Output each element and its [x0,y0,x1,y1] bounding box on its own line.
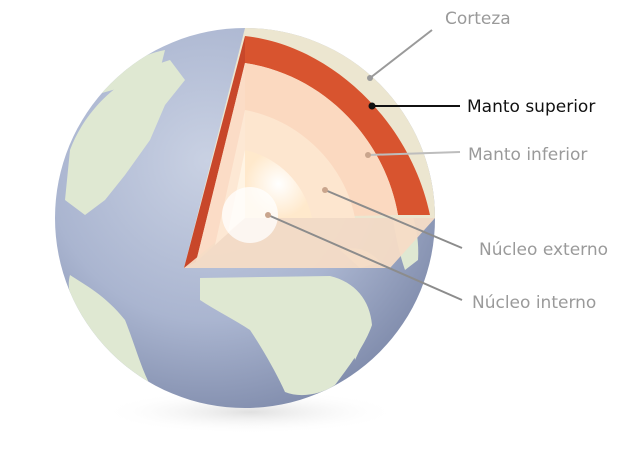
leader-dot-nucleo-externo [322,187,328,193]
leader-dot-manto-superior [368,102,376,110]
globe-shadow [100,390,400,434]
leader-dot-manto-inferior [365,152,371,158]
upper-mantle-layer [245,36,430,215]
leader-line-nucleo-externo [324,189,463,249]
label-manto-inferior: Manto inferior [468,145,587,165]
inner-core-glow [222,187,278,243]
label-nucleo-interno: Núcleo interno [472,293,596,313]
leader-line-manto-inferior [367,151,461,156]
leader-line-nucleo-interno [267,214,463,301]
label-manto-superior: Manto superior [467,97,595,117]
leader-line-corteza [369,29,433,79]
label-nucleo-externo: Núcleo externo [479,240,608,260]
leader-dot-nucleo-interno [265,212,271,218]
continents [65,50,419,396]
leader-dot-corteza [367,75,373,81]
label-corteza: Corteza [445,9,511,29]
upper-mantle-front [184,36,245,268]
